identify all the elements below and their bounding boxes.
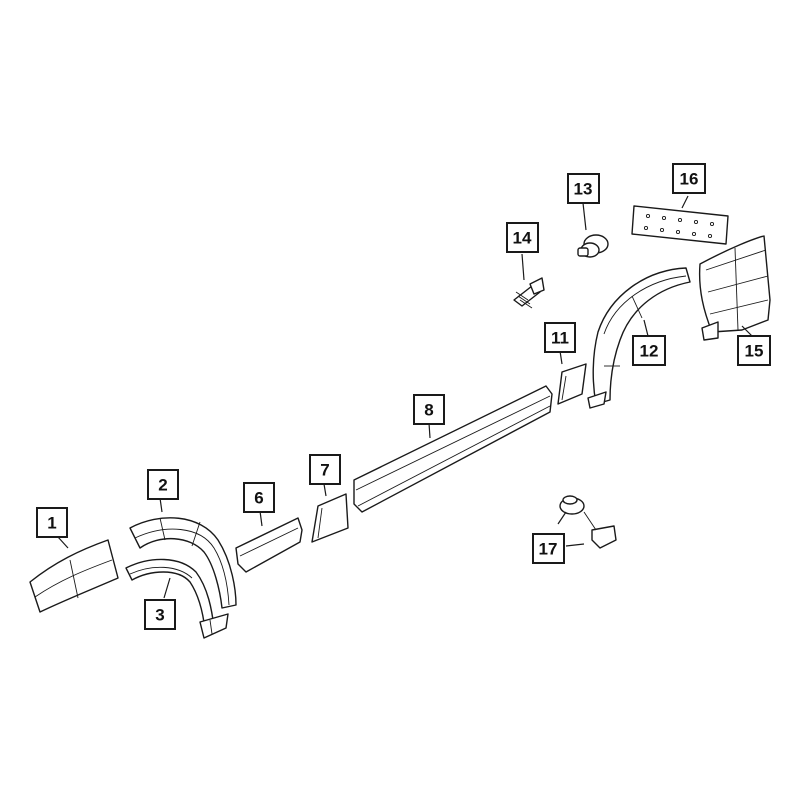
- callout-label-14: 14: [513, 229, 532, 248]
- callout-13: 13: [567, 173, 600, 204]
- part-3-flare-bracket: [125, 558, 229, 639]
- callout-label-7: 7: [320, 461, 329, 480]
- part-6-door-molding: [235, 517, 303, 573]
- callout-label-15: 15: [745, 342, 764, 361]
- callout-label-2: 2: [158, 476, 167, 495]
- callout-label-3: 3: [155, 606, 164, 625]
- part-17-fasteners: [559, 495, 617, 549]
- callout-label-17: 17: [539, 540, 558, 559]
- callout-label-11: 11: [551, 329, 569, 348]
- callout-8: 8: [413, 394, 445, 425]
- part-16-tape-strip: [631, 205, 729, 245]
- part-7-short-molding: [311, 493, 349, 543]
- part-1-flare-end-cap: [29, 539, 119, 613]
- part-8-long-side-molding: [353, 385, 553, 513]
- callout-3: 3: [144, 599, 176, 630]
- callout-1: 1: [36, 507, 68, 538]
- part-14-spring-clip: [513, 277, 545, 309]
- callout-label-12: 12: [640, 342, 659, 361]
- callout-17: 17: [532, 533, 565, 564]
- callout-11: 11: [544, 322, 576, 353]
- leader-lines: [57, 195, 753, 599]
- part-15-quarter-extension: [698, 235, 771, 341]
- callout-label-16: 16: [680, 170, 699, 189]
- part-12-rear-wheel-flare: [587, 267, 691, 409]
- callout-label-1: 1: [47, 514, 56, 533]
- part-2-front-wheel-flare: [129, 517, 237, 609]
- part-11-rear-molding: [557, 363, 587, 405]
- callout-14: 14: [506, 222, 539, 253]
- callout-12: 12: [632, 335, 666, 366]
- callout-7: 7: [309, 454, 341, 485]
- callout-label-8: 8: [424, 401, 433, 420]
- callout-label-6: 6: [254, 489, 263, 508]
- callout-15: 15: [737, 335, 771, 366]
- callout-2: 2: [147, 469, 179, 500]
- callout-label-13: 13: [574, 180, 593, 199]
- callout-6: 6: [243, 482, 275, 513]
- part-13-push-fastener: [577, 234, 609, 258]
- callout-16: 16: [672, 163, 706, 194]
